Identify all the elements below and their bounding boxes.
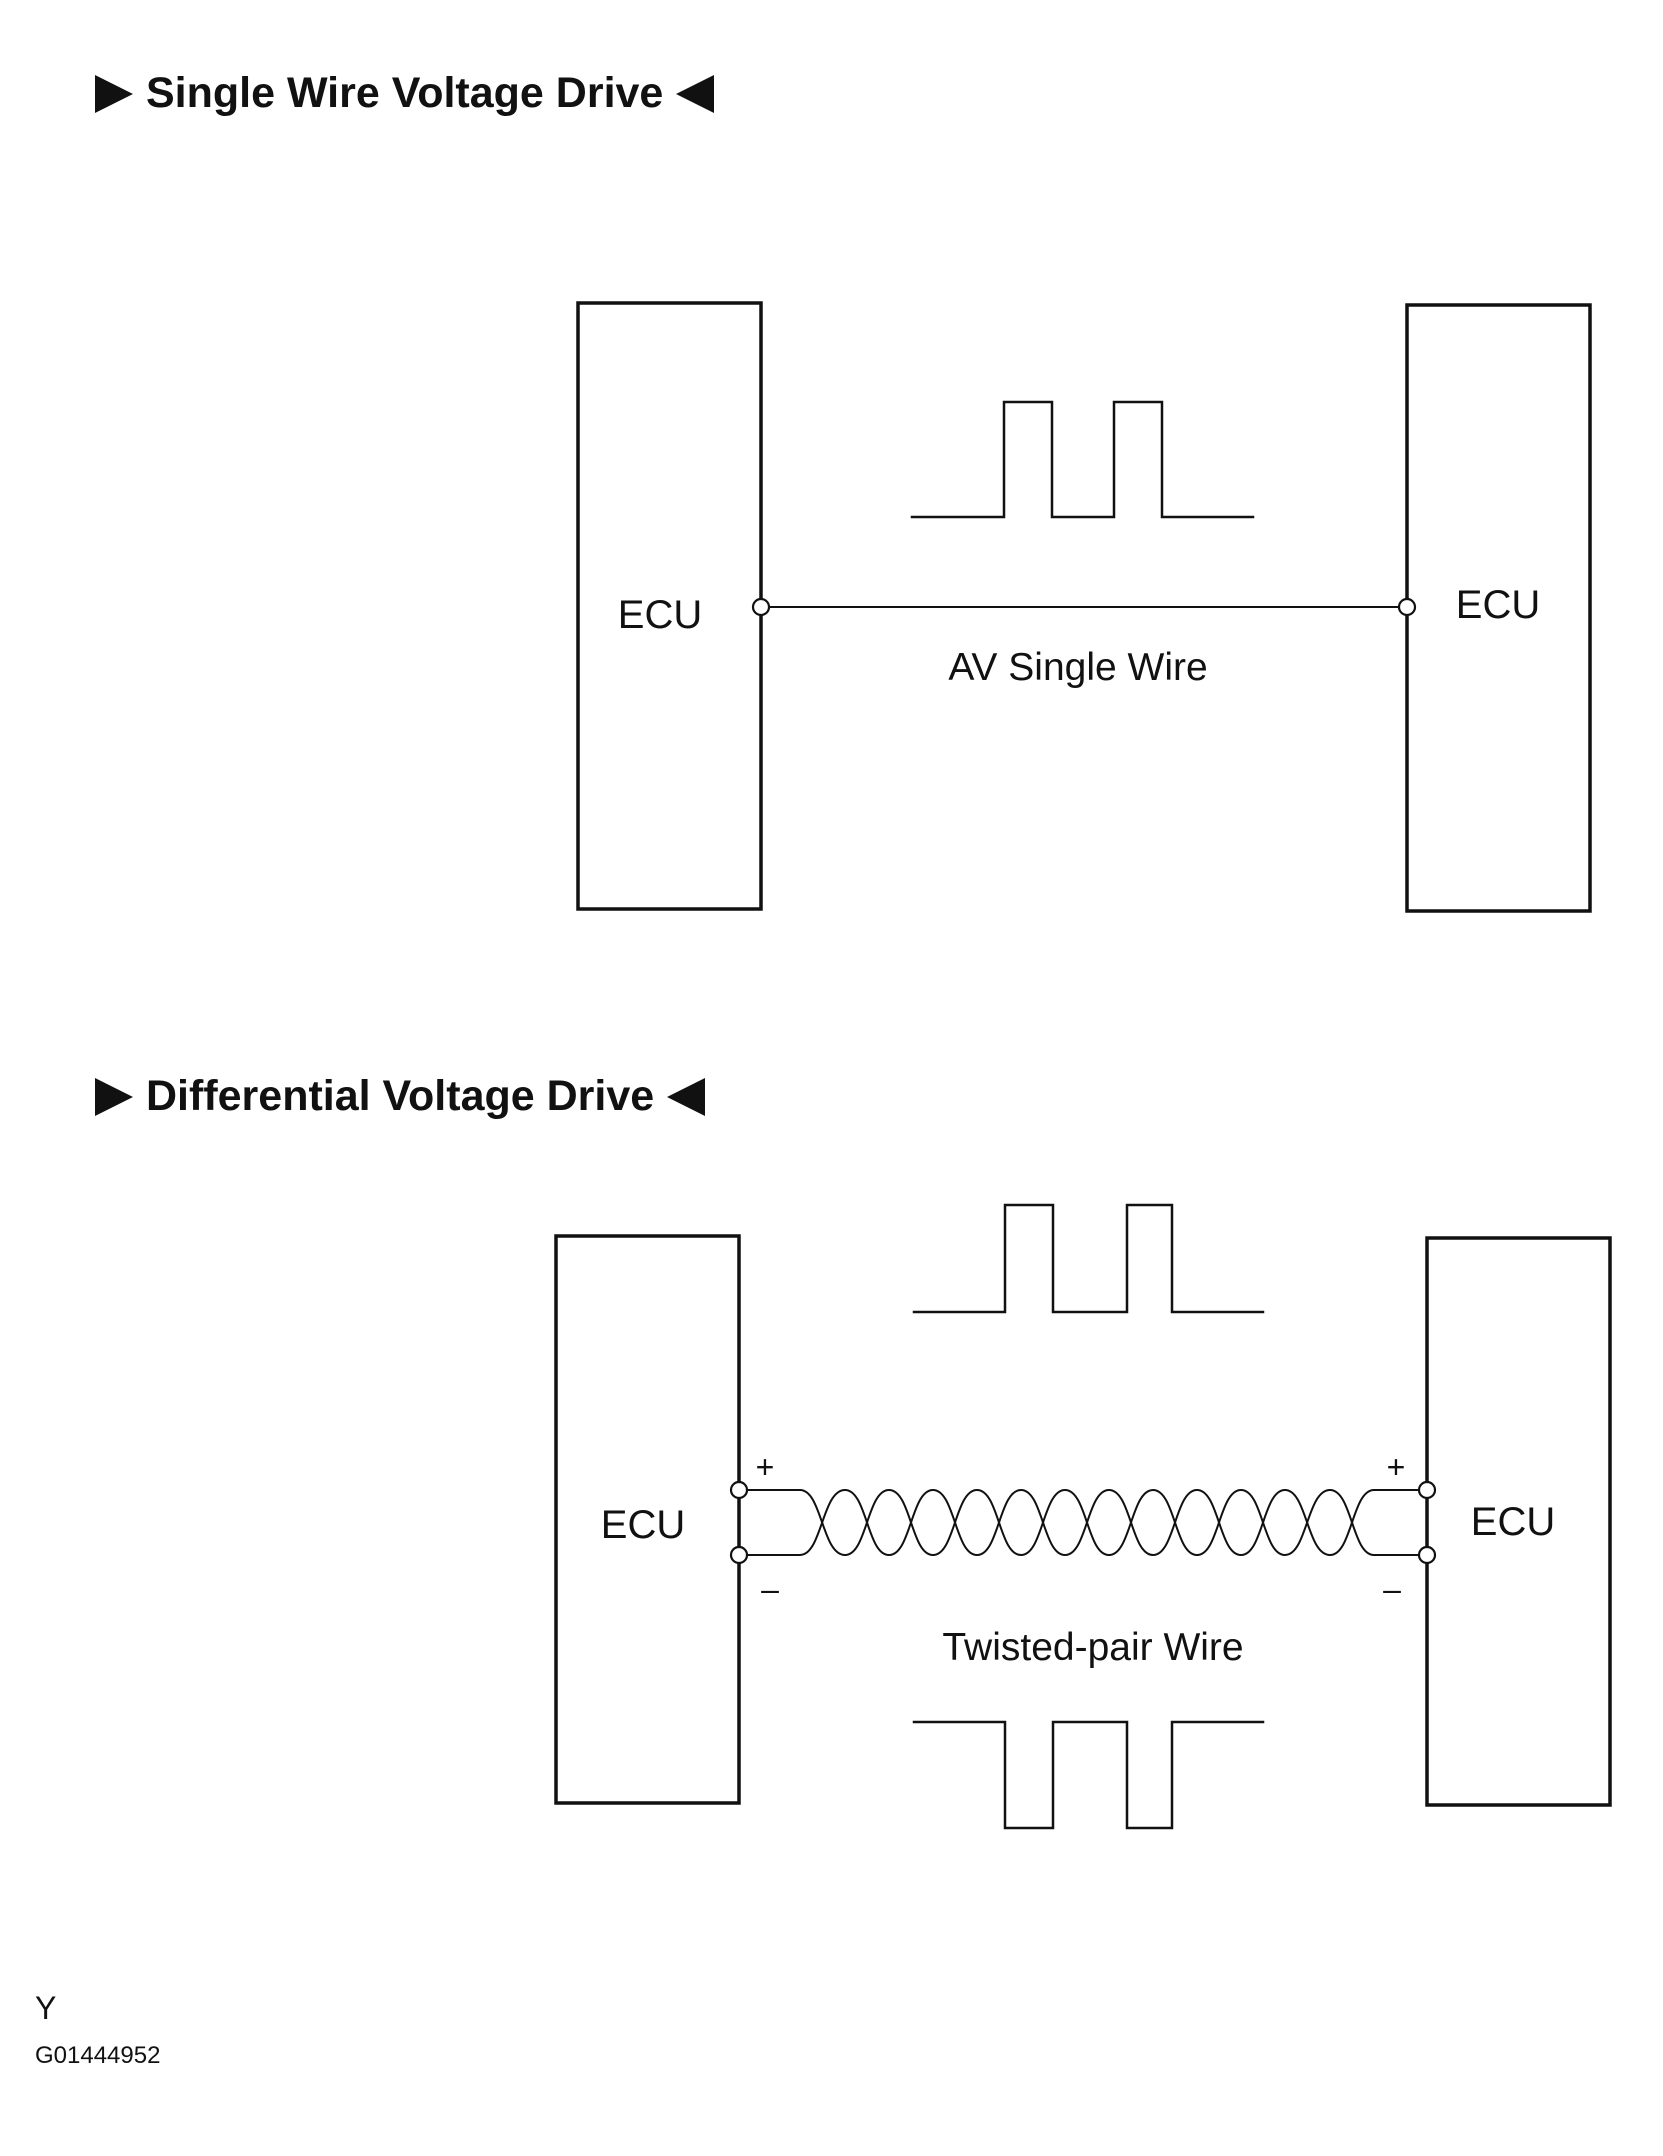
terminal-icon <box>729 1480 749 1500</box>
polarity-plus-left: + <box>756 1449 775 1485</box>
ecu-label-single-right: ECU <box>1456 583 1540 627</box>
twisted-pair-strand-a <box>747 1488 1421 1557</box>
section-heading-single-wire: Single Wire Voltage Drive <box>95 69 715 117</box>
polarity-minus-right: – <box>1383 1571 1401 1607</box>
terminal-icon <box>1417 1545 1437 1565</box>
ecu-box-differential-left <box>554 1234 741 1805</box>
terminal-icon <box>1397 597 1417 617</box>
pulse-waveform-differential-negative <box>912 1720 1265 1830</box>
right-pointing-triangle-icon <box>95 74 133 113</box>
ecu-label-differential-left: ECU <box>601 1503 685 1547</box>
wire-label-single: AV Single Wire <box>948 646 1207 689</box>
ecu-label-single-left: ECU <box>618 593 702 637</box>
twisted-pair-strand-b <box>747 1488 1421 1557</box>
wire-label-differential: Twisted-pair Wire <box>942 1626 1243 1669</box>
section-heading-differential: Differential Voltage Drive <box>95 1072 706 1120</box>
pulse-waveform-differential-positive <box>912 1203 1265 1314</box>
polarity-plus-right: + <box>1387 1449 1406 1485</box>
figure-id: G01444952 <box>35 2042 161 2069</box>
terminal-icon <box>751 597 771 617</box>
terminal-icon <box>729 1545 749 1565</box>
polarity-minus-left: – <box>761 1571 779 1607</box>
pulse-waveform-single <box>910 400 1255 519</box>
ecu-box-differential-right <box>1425 1236 1612 1807</box>
ecu-label-differential-right: ECU <box>1471 1500 1555 1544</box>
left-pointing-triangle-icon <box>676 74 715 113</box>
section-title-differential: Differential Voltage Drive <box>146 1072 655 1120</box>
footer-code: Y <box>35 1990 57 2026</box>
section-title-single-wire: Single Wire Voltage Drive <box>146 69 664 117</box>
terminal-icon <box>1417 1480 1437 1500</box>
left-pointing-triangle-icon <box>667 1077 706 1116</box>
right-pointing-triangle-icon <box>95 1077 133 1116</box>
